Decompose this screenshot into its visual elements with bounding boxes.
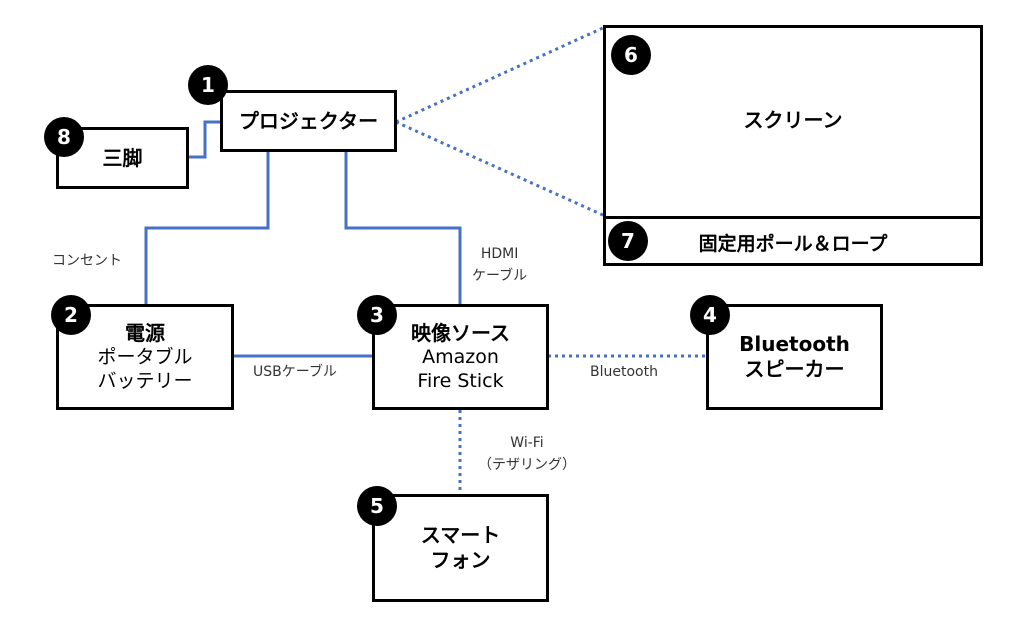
projector-box: プロジェクター xyxy=(220,90,397,152)
speaker-box: Bluetooth スピーカー xyxy=(706,304,883,410)
hdmi-label: HDMI ケーブル xyxy=(472,243,527,288)
wifi-label: Wi-Fi （テザリング） xyxy=(478,432,576,477)
badge-7: 7 xyxy=(608,221,648,261)
usb-label: USBケーブル xyxy=(253,364,337,380)
power-title: 電源 xyxy=(125,320,165,345)
wifi-label-line2: （テザリング） xyxy=(478,457,576,474)
power-cable xyxy=(144,150,270,306)
source-line1: Amazon xyxy=(422,345,499,368)
projector-title: プロジェクター xyxy=(238,108,379,133)
power-line2: バッテリー xyxy=(97,369,193,392)
badge-4: 4 xyxy=(690,295,730,335)
badge-3: 3 xyxy=(357,295,397,335)
source-line2: Fire Stick xyxy=(417,369,504,392)
screen-title: スクリーン xyxy=(743,108,843,132)
tripod-title: 三脚 xyxy=(102,145,143,170)
hdmi-label-line2: ケーブル xyxy=(472,268,528,285)
phone-box: スマート フォン xyxy=(372,494,549,602)
badge-1: 1 xyxy=(188,65,228,105)
source-title: 映像ソース xyxy=(411,320,510,345)
speaker-title1: Bluetooth xyxy=(739,332,850,356)
phone-title1: スマート xyxy=(420,523,501,547)
hdmi-label-line1: HDMI xyxy=(480,246,519,262)
projection-line-bottom xyxy=(395,120,606,218)
wifi-label-line1: Wi-Fi xyxy=(510,435,544,451)
power-line1: ポータブル xyxy=(97,345,193,368)
outlet-label: コンセント xyxy=(52,253,122,269)
tripod-cable xyxy=(188,120,222,159)
pole-section: 固定用ポール＆ロープ xyxy=(603,216,983,266)
tripod-box: 三脚 xyxy=(56,127,189,189)
screen-box: スクリーン xyxy=(603,25,983,266)
speaker-title2: スピーカー xyxy=(744,357,845,381)
phone-title2: フォン xyxy=(430,548,491,572)
projection-line-top xyxy=(395,25,606,124)
badge-8: 8 xyxy=(44,117,84,157)
source-box: 映像ソース Amazon Fire Stick xyxy=(372,304,549,410)
badge-5: 5 xyxy=(357,486,397,526)
badge-2: 2 xyxy=(51,295,91,335)
pole-title: 固定用ポール＆ロープ xyxy=(698,233,888,255)
bluetooth-label: Bluetooth xyxy=(590,364,658,380)
hdmi-cable xyxy=(344,150,462,306)
badge-6: 6 xyxy=(611,35,651,75)
